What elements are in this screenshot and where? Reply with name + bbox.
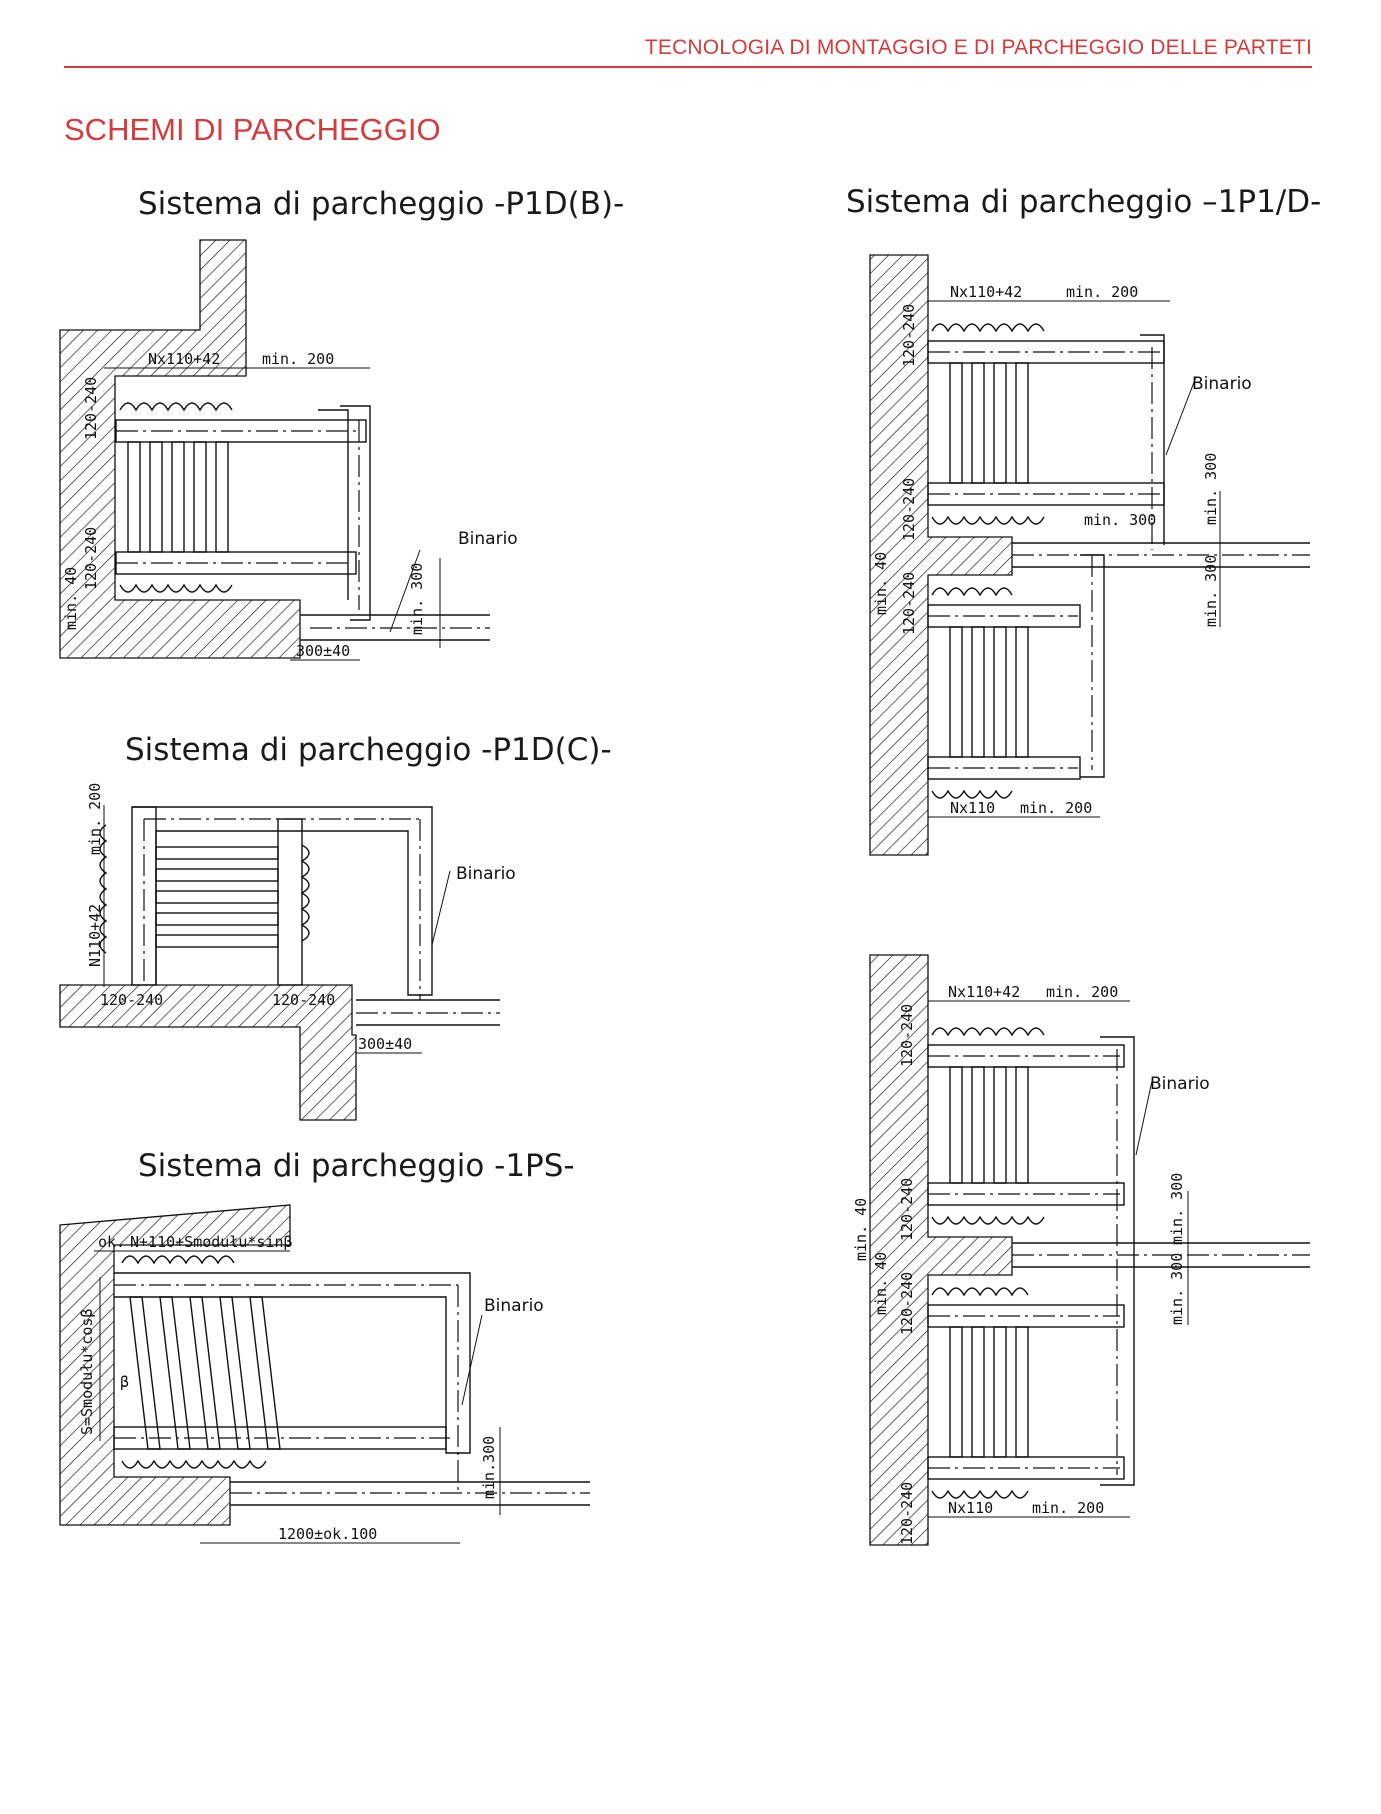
leader-line	[431, 870, 451, 946]
dim-min40: min. 40	[872, 552, 890, 615]
rail-label: Binario	[458, 529, 518, 549]
dim-top: N+110+Smodułu*sinβ	[130, 1233, 293, 1251]
rail-vertical	[1100, 1036, 1135, 1486]
header-title: TECNOLOGIA DI MONTAGGIO E DI PARCHEGGIO …	[644, 36, 1312, 59]
leader-line	[461, 1314, 483, 1406]
rail-label: Binario	[1150, 1074, 1210, 1094]
dim-min40a: min. 40	[852, 1198, 870, 1261]
title-ps: Sistema di parcheggio -1PS-	[138, 1148, 575, 1184]
dim-min300b: min. 300	[1202, 453, 1220, 525]
dim-bottom: 300±40	[358, 1035, 412, 1053]
dim-v2: 120-240	[82, 527, 100, 590]
dim-min200: min. 200	[262, 350, 334, 368]
dim-top: Nx110+42	[948, 983, 1020, 1001]
rail-exit	[300, 614, 490, 641]
rail-vertical	[318, 409, 349, 600]
wall-hatch	[59, 984, 357, 1121]
dim-min200: min. 200	[86, 783, 104, 855]
dim-h1: 120-240	[100, 991, 163, 1009]
parked-panels	[119, 402, 233, 593]
dim-bottom: Nx110	[948, 1499, 993, 1517]
dim-v3: 120-240	[898, 1272, 916, 1335]
dim-h2: 120-240	[272, 991, 335, 1009]
title-p1d1: Sistema di parcheggio –1P1/D-	[846, 184, 1322, 220]
rail-label: Binario	[484, 1296, 544, 1316]
page-header: TECNOLOGIA DI MONTAGGIO E DI PARCHEGGIO …	[64, 34, 1312, 68]
rail-exit	[356, 999, 500, 1026]
diagram-p1dc: min. 200 N110+42 120-240 120-240 300±40 …	[59, 783, 516, 1121]
dim-n: N110+42	[86, 904, 104, 967]
dim-bottom-min200: min. 200	[1032, 1499, 1104, 1517]
title-p1db: Sistema di parcheggio -P1D(B)-	[138, 186, 625, 222]
dim-top-min200: min. 200	[1066, 283, 1138, 301]
dim-top-ok: ok.	[98, 1233, 125, 1251]
dim-bottom: 300±40	[296, 642, 350, 660]
dim-bottom: 1200±ok.100	[278, 1525, 377, 1543]
dim-min300c: min. 300	[1202, 555, 1220, 627]
title-p1dc: Sistema di parcheggio -P1D(C)-	[125, 732, 612, 768]
dim-min40: min. 40	[62, 567, 80, 630]
diagram-p1d1: Nx110+42 min. 200 120-240 120-240 120-24…	[869, 254, 1310, 856]
dim-top: Nx110+42	[148, 350, 220, 368]
dim-min300a: min. 300	[1084, 511, 1156, 529]
parked-panels	[99, 824, 310, 954]
leader-line	[389, 549, 421, 633]
dim-v1: 120-240	[898, 1004, 916, 1067]
parked-panels-angled	[121, 1255, 281, 1469]
dim-min300b: min. 300	[1168, 1253, 1186, 1325]
dim-min40b: min. 40	[872, 1252, 890, 1315]
dim-min300a: min. 300	[1168, 1173, 1186, 1245]
dim-bottom: Nx110	[950, 799, 995, 817]
wall-hatch	[59, 1204, 291, 1526]
rail-vertical	[340, 405, 371, 621]
dim-min300: min. 300	[408, 563, 426, 635]
wall-hatch	[869, 254, 1013, 856]
diagram-ps: ok. N+110+Smodułu*sinβ S=Smodułu*cosβ β …	[59, 1204, 590, 1544]
dim-v2: 120-240	[898, 1178, 916, 1241]
dim-side: S=Smodułu*cosβ	[78, 1309, 96, 1435]
rail-label: Binario	[1192, 374, 1252, 394]
dim-min300: min.300	[480, 1436, 498, 1499]
dim-v1: 120-240	[82, 377, 100, 440]
dim-v2: 120-240	[900, 478, 918, 541]
rail-frame	[132, 806, 433, 996]
dim-v3: 120-240	[900, 572, 918, 635]
rail-exit	[1012, 542, 1310, 568]
leader-line	[1165, 376, 1197, 456]
dim-v4: 120-240	[898, 1482, 916, 1545]
dim-top-min200: min. 200	[1046, 983, 1118, 1001]
diagram-p1db: Nx110+42 min. 200 120-240 120-240 min. 4…	[59, 239, 518, 661]
dim-bottom-min200: min. 200	[1020, 799, 1092, 817]
rail-middle	[277, 818, 303, 986]
rail-vertical	[1140, 334, 1165, 545]
parked-panels	[931, 1027, 1045, 1499]
rail-exit	[230, 1481, 590, 1506]
parked-panels	[931, 323, 1045, 799]
diagram-p1d2: Nx110+42 min. 200 120-240 120-240 120-24…	[852, 954, 1310, 1546]
rail-label: Binario	[456, 864, 516, 884]
section-title: SCHEMI DI PARCHEGGIO	[64, 112, 441, 147]
rail-exit	[1012, 1242, 1310, 1268]
wall-hatch	[59, 239, 301, 659]
leader-line	[1135, 1080, 1153, 1156]
dim-top: Nx110+42	[950, 283, 1022, 301]
dim-v1: 120-240	[900, 304, 918, 367]
dim-beta: β	[120, 1373, 129, 1391]
